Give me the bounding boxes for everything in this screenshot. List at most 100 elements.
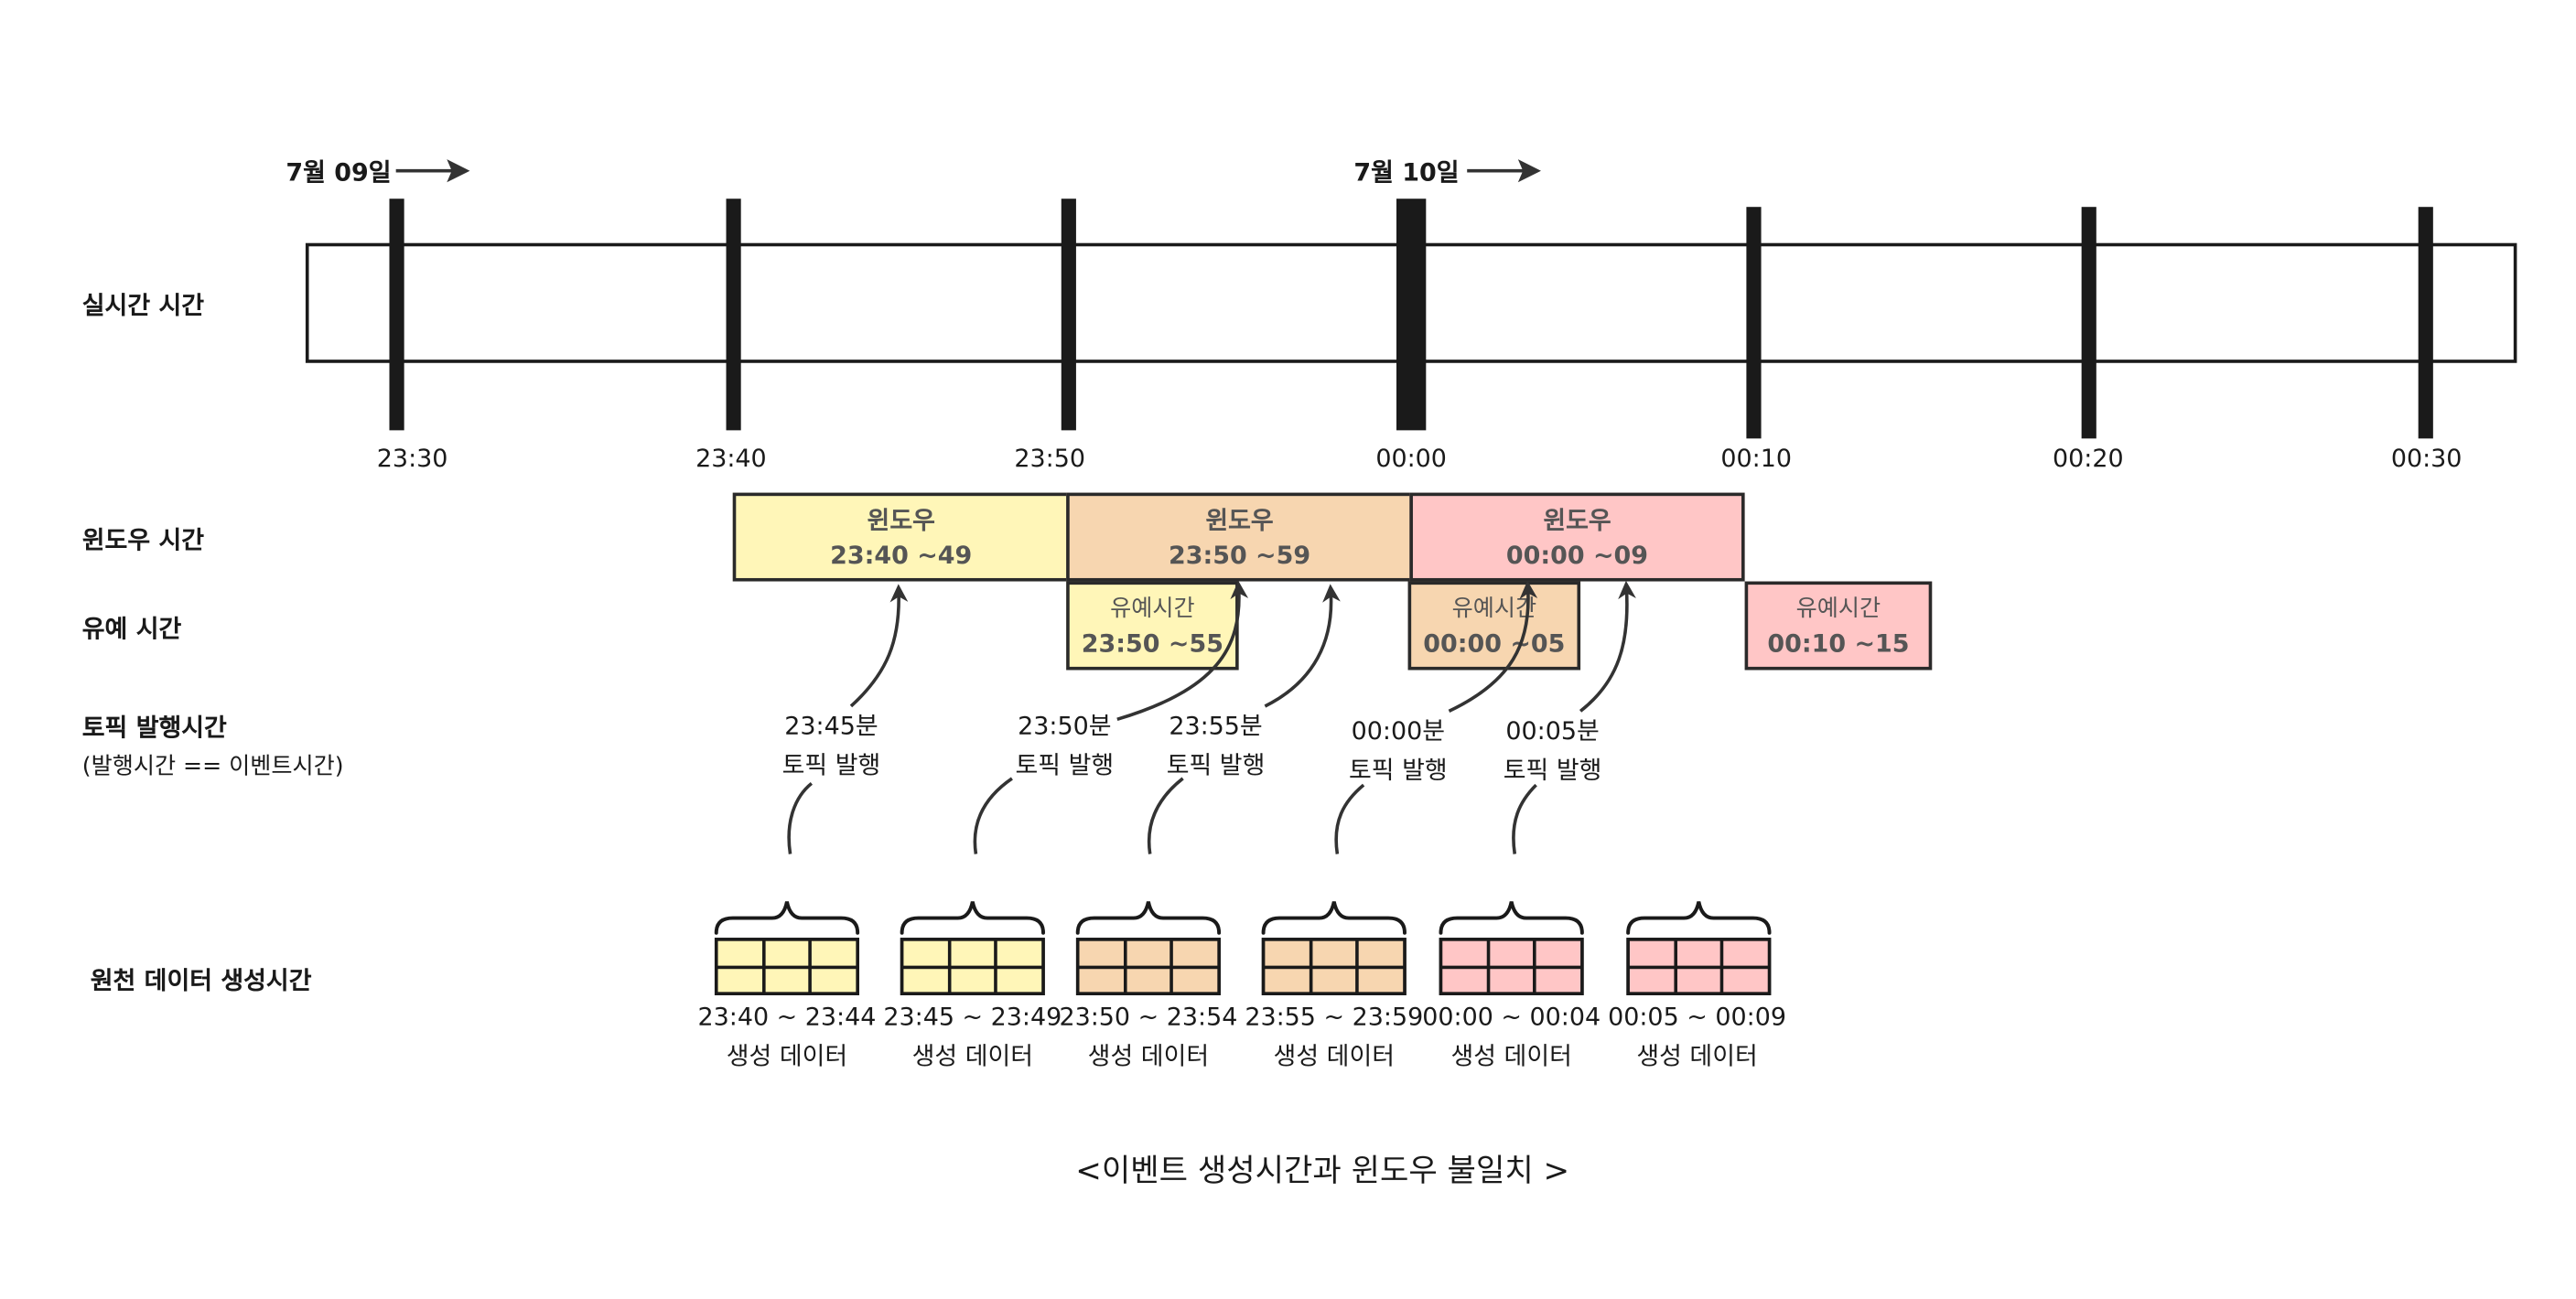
generated-caption: 생성 데이터 [1273,1041,1396,1071]
window-title: 윈도우 [1205,505,1274,536]
window-range: 23:50 ~59 [1168,540,1311,570]
data-block [1074,900,1223,995]
date-arrow-icon [395,159,470,183]
generated-data-label: 23:45 ~ 23:49 생성 데이터 [874,997,1071,1076]
tick-2330 [389,199,404,431]
brace-icon [1075,901,1222,935]
window-box: 윈도우 00:00 ~09 [1409,492,1745,582]
tick-0000-midnight [1396,199,1427,431]
row-label-source: 원천 데이터 생성시간 [90,965,312,995]
window-box: 윈도우 23:50 ~59 [1066,492,1413,582]
tick-label: 00:30 [2390,443,2463,474]
data-block-grid [1439,938,1584,995]
arrow-icon [849,584,909,708]
tick-label: 00:20 [2053,443,2124,474]
arrow-icon [1579,580,1636,713]
window-title: 윈도우 [1543,505,1611,536]
connector-line [1334,783,1365,854]
publish-event: 00:00분 토픽 발행 [1324,711,1472,789]
brace-icon [714,901,860,935]
connector-line [973,777,1013,854]
tick-label: 00:00 [1375,443,1447,474]
data-block [713,900,861,995]
generated-caption: 생성 데이터 [1087,1041,1210,1071]
tick-2340 [726,199,741,431]
row-label-publish-note: (발행시간 == 이벤트시간) [81,754,344,780]
grace-title: 유예시간 [1795,596,1881,623]
date-arrow-icon [1467,159,1541,183]
data-block-grid [1075,938,1221,995]
tick-label: 23:40 [695,443,767,474]
data-block [1260,900,1408,995]
arrow-icon [1116,580,1249,722]
data-block-grid [714,938,859,995]
publish-label: 토픽 발행 [1503,755,1602,786]
grace-range: 23:50 ~55 [1081,628,1223,659]
window-range: 00:00 ~09 [1505,540,1649,570]
generated-range: 23:40 ~ 23:44 [697,1002,877,1032]
arrow-icon [1448,580,1538,713]
publish-event: 23:50분 토픽 발행 [991,706,1139,785]
arrow-icon [1264,584,1341,708]
connector-line [787,781,814,854]
brace-icon [1439,901,1584,935]
grace-period-box: 유예시간 00:00 ~05 [1407,581,1581,671]
tick-0030 [2418,207,2433,439]
generated-caption: 생성 데이터 [1636,1041,1758,1071]
tick-0020 [2081,207,2096,439]
data-block [1438,900,1586,995]
publish-time: 00:05분 [1505,715,1600,746]
generated-data-label: 00:05 ~ 00:09 생성 데이터 [1599,997,1795,1076]
generated-range: 23:45 ~ 23:49 [883,1002,1062,1032]
publish-time: 23:50분 [1018,711,1112,741]
tick-0010 [1746,207,1762,439]
publish-time: 23:45분 [784,711,878,741]
connector-line [1512,783,1537,854]
generated-caption: 생성 데이터 [726,1041,848,1071]
generated-data-label: 23:40 ~ 23:44 생성 데이터 [688,997,885,1076]
publish-time: 23:55분 [1169,711,1263,741]
tick-label: 23:50 [1014,443,1085,474]
publish-label: 토픽 발행 [1348,755,1448,786]
generated-data-label: 23:50 ~ 23:54 생성 데이터 [1050,997,1246,1076]
data-block [1625,900,1773,995]
data-block-grid [1261,938,1407,995]
tick-2350 [1061,199,1076,431]
brace-icon [900,901,1045,935]
publish-event: 00:05분 토픽 발행 [1479,711,1627,789]
generated-range: 00:05 ~ 00:09 [1608,1002,1786,1032]
generated-caption: 생성 데이터 [911,1041,1034,1071]
diagram-caption: <이벤트 생성시간과 윈도우 불일치 > [1075,1153,1570,1189]
date-label-day1: 7월 09일 [286,157,392,188]
publish-event: 23:55분 토픽 발행 [1142,706,1290,785]
date-label-day2: 7월 10일 [1353,157,1460,188]
grace-range: 00:00 ~05 [1423,628,1566,659]
generated-caption: 생성 데이터 [1450,1041,1572,1071]
window-box: 윈도우 23:40 ~49 [732,492,1070,582]
window-title: 윈도우 [867,505,935,536]
grace-title: 유예시간 [1110,596,1195,623]
publish-event: 23:45분 토픽 발행 [758,706,906,785]
tick-label: 23:30 [376,443,448,474]
brace-icon [1626,901,1772,935]
row-label-window: 윈도우 시간 [81,525,205,555]
row-label-publish: 토픽 발행시간 [81,713,227,743]
generated-data-label: 23:55 ~ 23:59 생성 데이터 [1235,997,1432,1076]
brace-icon [1261,901,1407,935]
tick-label: 00:10 [1720,443,1792,474]
generated-data-label: 00:00 ~ 00:04 생성 데이터 [1413,997,1610,1076]
data-block-grid [1626,938,1772,995]
window-range: 23:40 ~49 [830,540,973,570]
data-block-grid [900,938,1045,995]
grace-period-box: 유예시간 23:50 ~55 [1066,581,1239,671]
row-label-grace: 유예 시간 [81,614,182,644]
publish-label: 토픽 발행 [781,750,881,780]
publish-label: 토픽 발행 [1166,750,1266,780]
generated-range: 00:00 ~ 00:04 [1422,1002,1601,1032]
grace-range: 00:10 ~15 [1767,628,1910,659]
grace-period-box: 유예시간 00:10 ~15 [1744,581,1933,671]
publish-label: 토픽 발행 [1015,750,1115,780]
publish-time: 00:00분 [1351,715,1445,746]
